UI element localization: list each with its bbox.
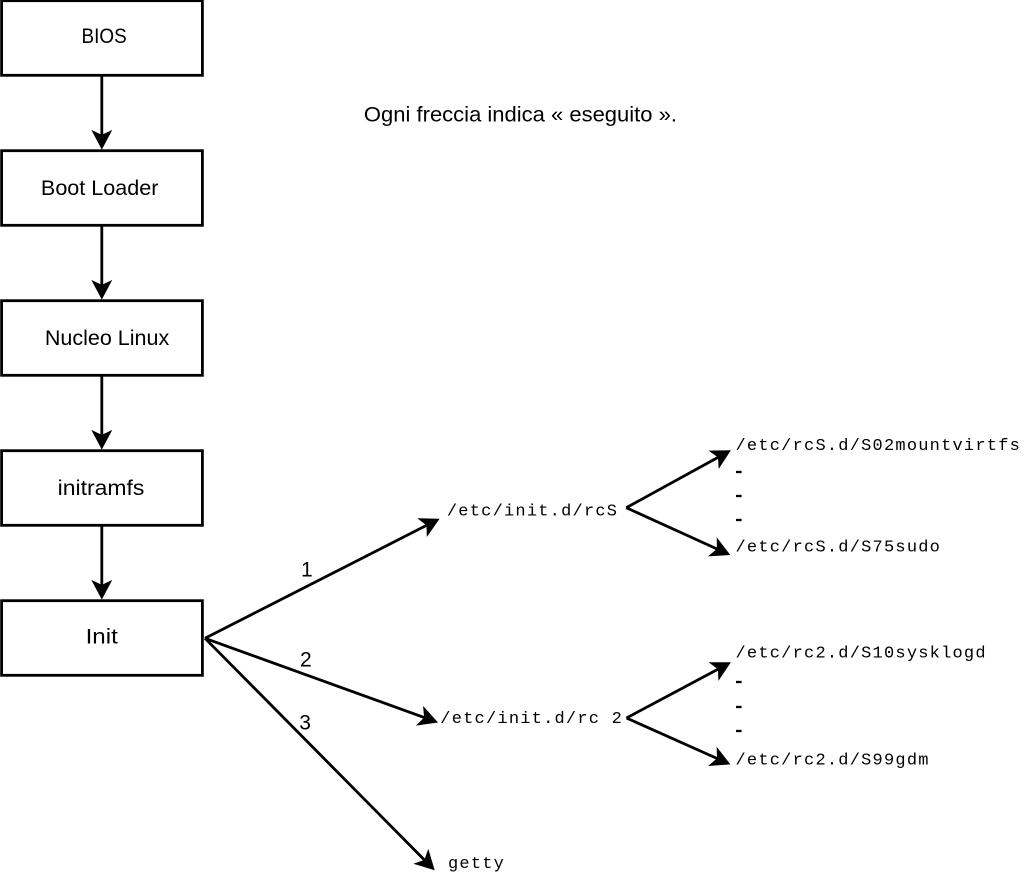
svg-text:3: 3 [299, 712, 311, 735]
svg-text:/etc/rcS.d/S75sudo: /etc/rcS.d/S75sudo [736, 539, 942, 558]
svg-text:BIOS: BIOS [82, 25, 127, 48]
svg-text:Init: Init [86, 625, 118, 648]
svg-text:/etc/init.d/rcS: /etc/init.d/rcS [447, 503, 618, 522]
svg-text:/etc/rc2.d/S99gdm: /etc/rc2.d/S99gdm [736, 752, 930, 771]
svg-text:1: 1 [301, 558, 313, 581]
svg-text:getty: getty [448, 855, 505, 874]
svg-text:Ogni freccia indica « eseguito: Ogni freccia indica « eseguito ». [364, 104, 677, 127]
svg-text:Nucleo Linux: Nucleo Linux [45, 327, 170, 350]
svg-text:2: 2 [300, 648, 312, 671]
svg-text:/etc/rc2.d/S10sysklogd: /etc/rc2.d/S10sysklogd [736, 645, 987, 664]
svg-text:/etc/init.d/rc 2: /etc/init.d/rc 2 [440, 710, 623, 729]
svg-text:initramfs: initramfs [58, 477, 145, 500]
svg-text:Boot Loader: Boot Loader [41, 177, 158, 200]
svg-text:/etc/rcS.d/S02mountvirtfs: /etc/rcS.d/S02mountvirtfs [736, 437, 1022, 456]
